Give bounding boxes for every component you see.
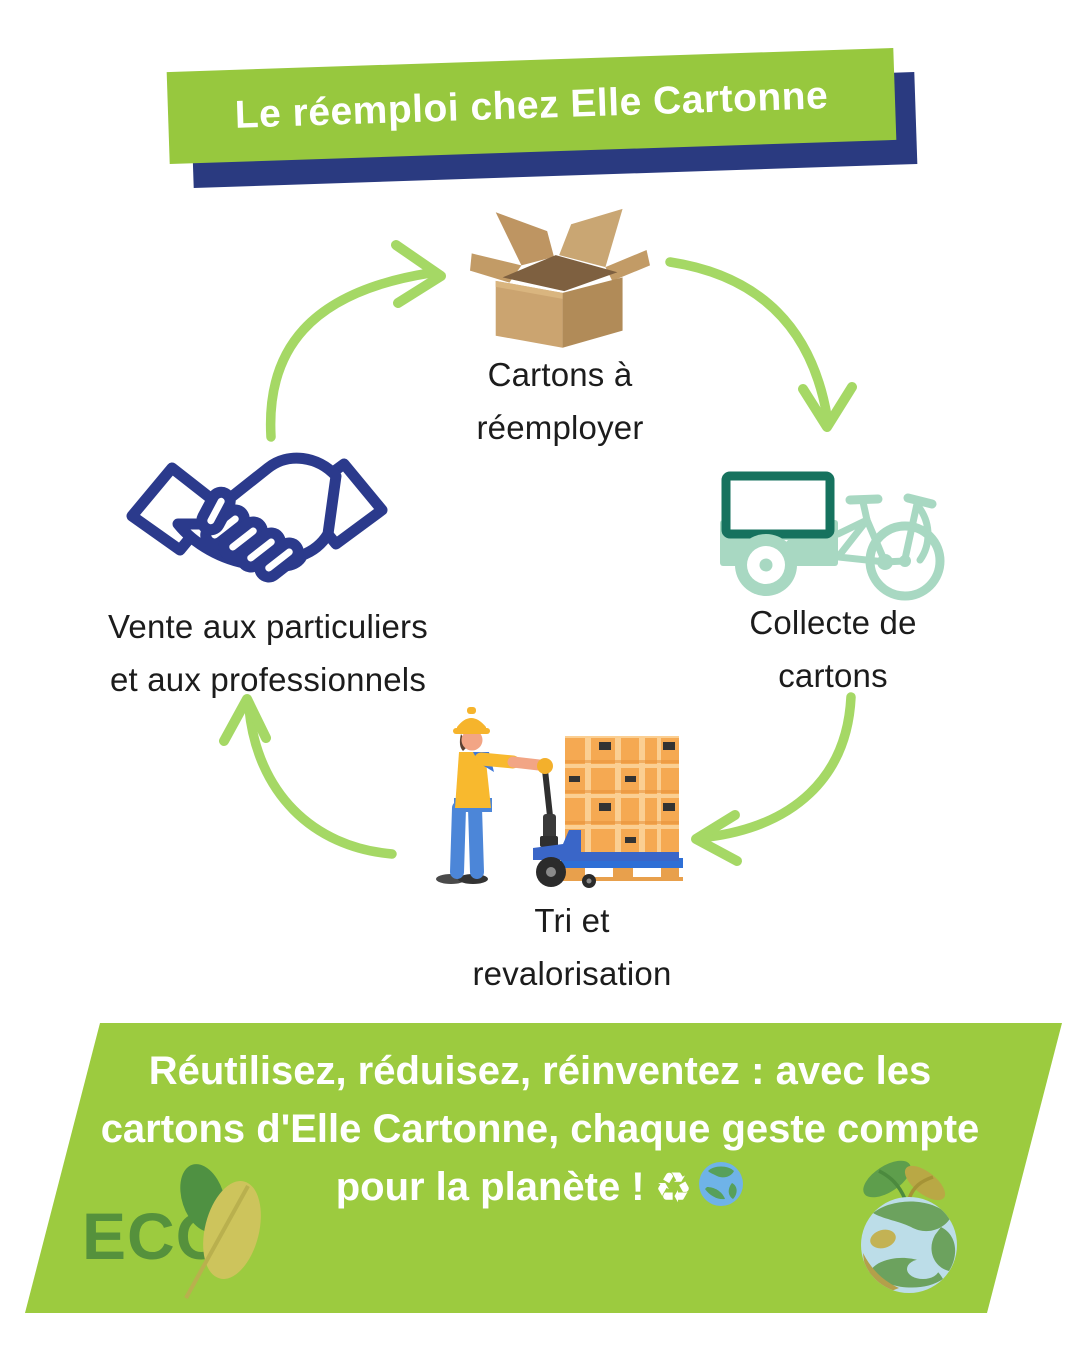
arrowhead-left-icon xyxy=(691,810,742,866)
footer-message: Réutilisez, réduisez, réinventez : avec … xyxy=(70,1042,1010,1217)
label-line: réemployer xyxy=(476,409,644,446)
page-title: Le réemploi chez Elle Cartonne xyxy=(234,74,829,137)
label-line: Collecte de xyxy=(749,604,917,641)
label-line: cartons xyxy=(778,657,888,694)
arrowhead-up-icon xyxy=(219,694,271,746)
arrow-tri-to-vente xyxy=(244,703,397,859)
handshake-icon xyxy=(126,452,388,583)
arrow-cartons-to-collecte xyxy=(665,257,832,421)
label-line: et aux professionnels xyxy=(109,661,427,698)
footer-line-1: Réutilisez, réduisez, réinventez : avec … xyxy=(148,1049,932,1093)
arrow-vente-to-cartons xyxy=(265,268,435,442)
arrowhead-right-icon xyxy=(391,240,446,308)
arrowhead-down-icon xyxy=(798,382,857,432)
cargo-bike-icon xyxy=(720,471,945,601)
eco-leaf-icon xyxy=(180,1164,261,1299)
label-line: Vente aux particuliers xyxy=(108,608,428,645)
cardboard-box-icon xyxy=(470,208,650,348)
label-tri-et-revalorisation: Tri et revalorisation xyxy=(370,894,774,1000)
label-line: Cartons à xyxy=(487,356,633,393)
pallet-worker-icon xyxy=(436,707,683,888)
label-line: Tri et xyxy=(534,902,610,939)
label-collecte-de-cartons: Collecte de cartons xyxy=(655,596,1011,702)
earth-leaves-icon xyxy=(861,1160,957,1293)
label-cartons-a-reemployer: Cartons à réemployer xyxy=(360,348,760,454)
label-line: revalorisation xyxy=(472,955,672,992)
recycle-icon: ♻ xyxy=(654,1164,693,1211)
arrow-collecte-to-tri xyxy=(703,692,856,842)
footer-line-3: pour la planète !♻ xyxy=(70,1158,1010,1217)
footer-line-3-text: pour la planète ! xyxy=(335,1165,645,1209)
label-vente-particuliers: Vente aux particuliers et aux profession… xyxy=(30,600,506,706)
footer-line-2: cartons d'Elle Cartonne, chaque geste co… xyxy=(100,1107,980,1151)
earth-emoji-icon xyxy=(699,1162,744,1206)
